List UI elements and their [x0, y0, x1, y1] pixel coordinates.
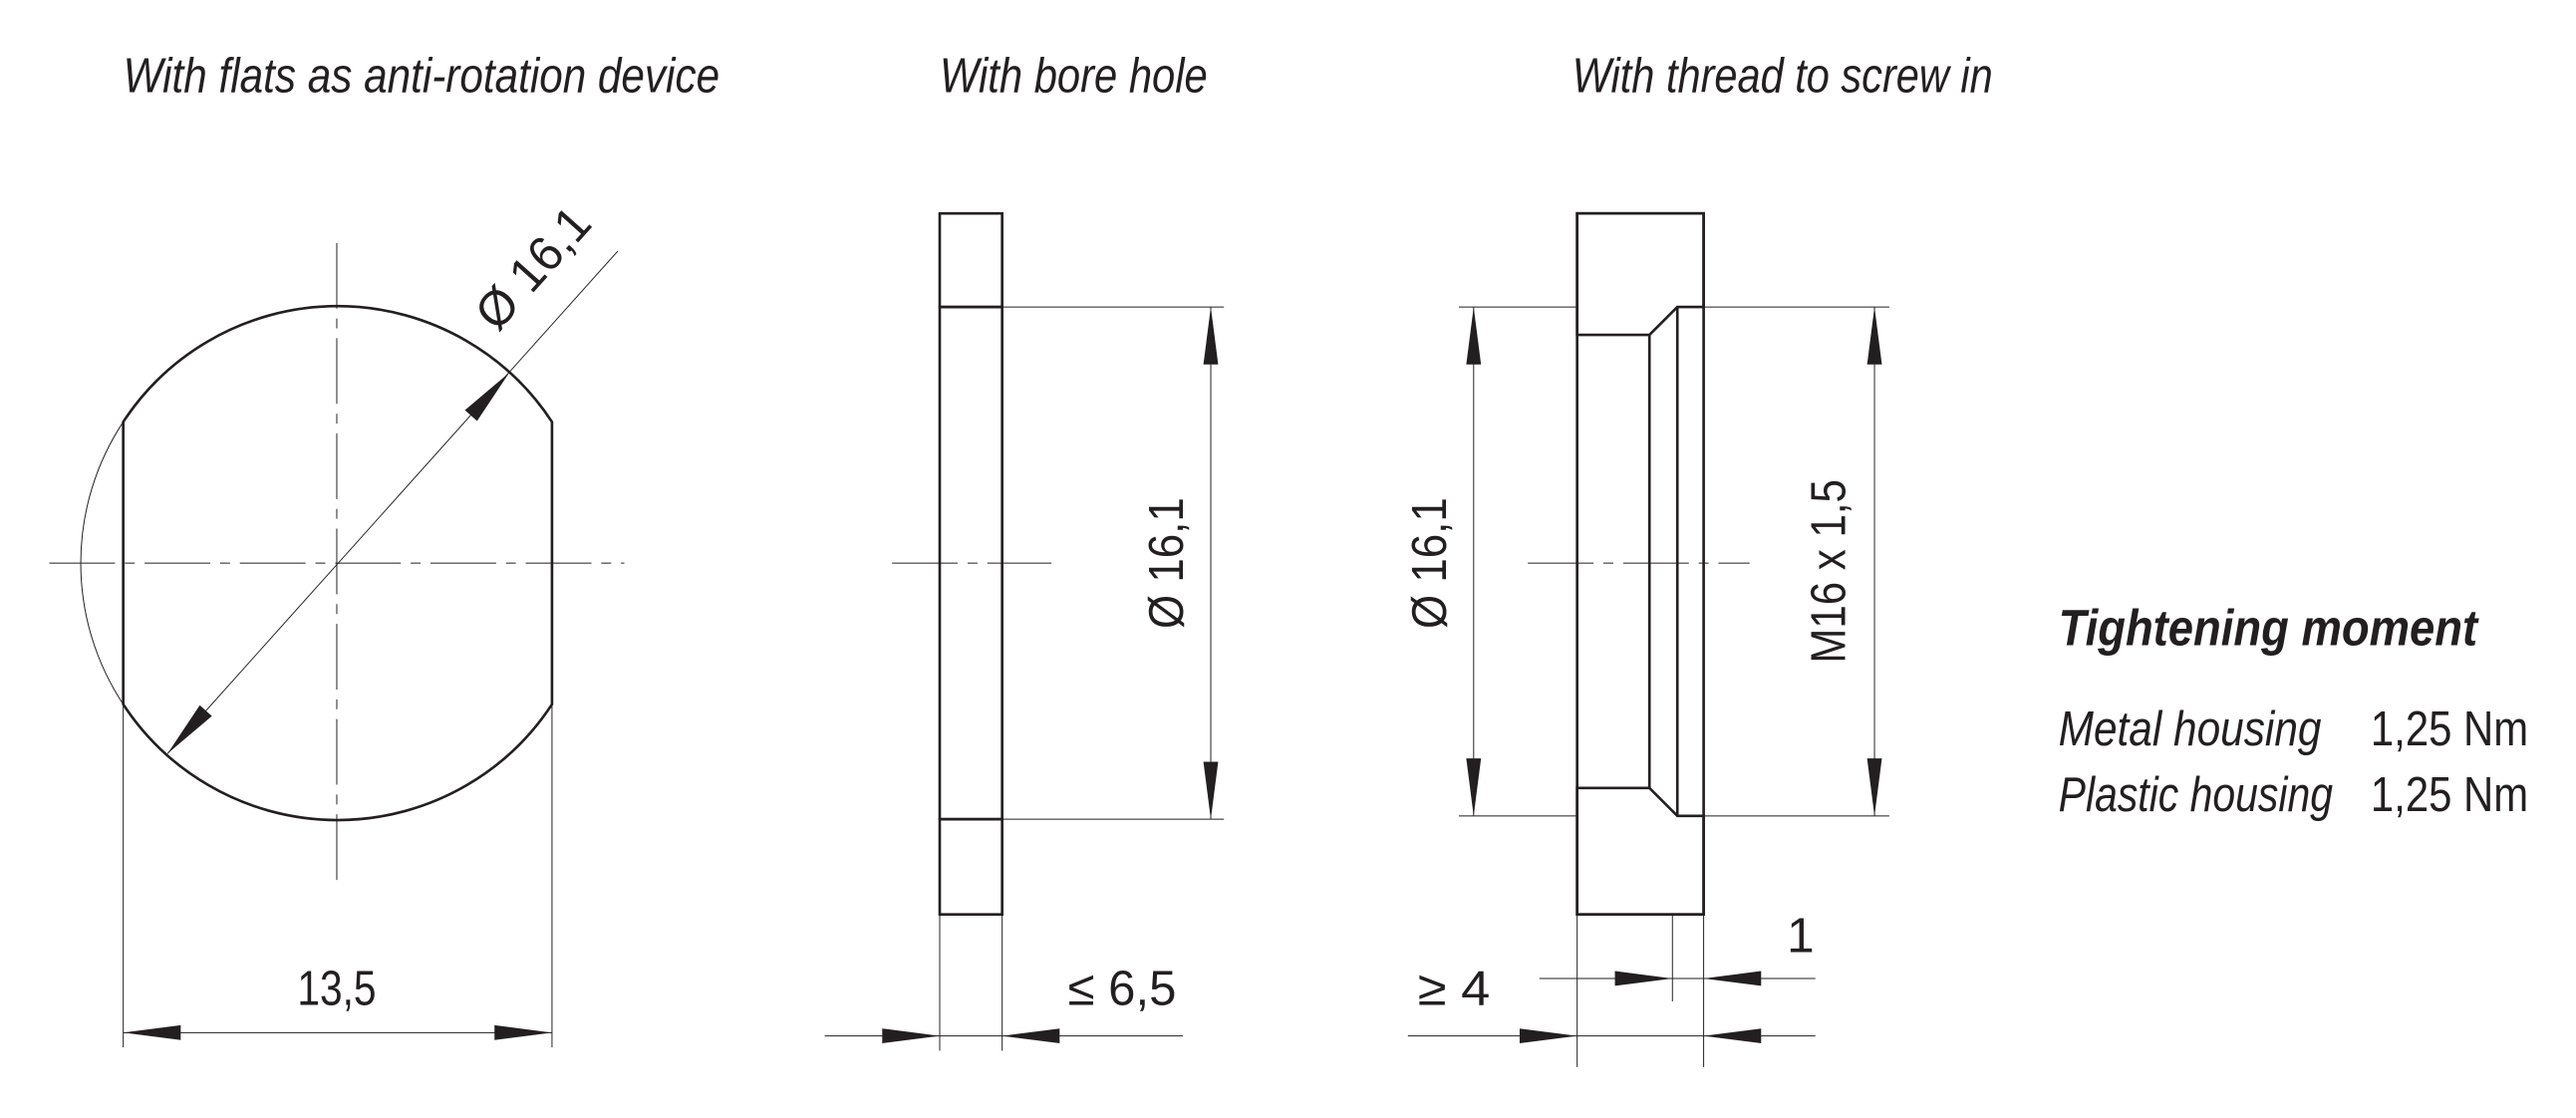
arrow-head	[1002, 1028, 1060, 1044]
bore-thickness-label: ≤ 6,5	[1068, 961, 1177, 1015]
metal-housing-label: Metal housing	[2059, 701, 2322, 756]
arrow-head	[494, 1024, 552, 1040]
tightening-moment-table: Tightening moment Metal housing 1,25 Nm …	[2059, 600, 2528, 822]
plastic-housing-label: Plastic housing	[2059, 767, 2334, 822]
arrow-head	[167, 704, 212, 754]
hatched-section-top	[938, 211, 1003, 309]
diameter-dimension-line	[166, 250, 619, 754]
flats-width-label: 13,5	[297, 961, 376, 1015]
flatted-outline	[122, 304, 554, 822]
hatched-section-bottom	[938, 817, 1003, 917]
arrow-head	[1203, 307, 1219, 365]
plastic-housing-value: 1,25 Nm	[2371, 767, 2528, 822]
arrow-head	[1703, 1028, 1762, 1044]
arrow-head	[1466, 307, 1482, 365]
thread-thickness-label: ≥ 4	[1418, 961, 1491, 1015]
flats-view: Ø 16,1 13,5	[49, 196, 625, 1048]
chamfer-label: 1	[1787, 909, 1815, 964]
arrow-head	[1614, 971, 1673, 986]
thread-view: Ø 16,1 M16 x 1,5 1 ≥ 4	[1402, 211, 1889, 1067]
arrow-head	[1866, 307, 1882, 365]
flats-view-title: With flats as anti-rotation device	[124, 48, 719, 103]
thread-size-label: M16 x 1,5	[1801, 479, 1856, 664]
thread-diameter-label: Ø 16,1	[1402, 497, 1457, 629]
arrow-head	[1203, 761, 1219, 820]
arrow-head	[1466, 758, 1482, 816]
thread-outline	[1575, 211, 1705, 917]
arrow-head	[1519, 1028, 1577, 1044]
arrow-head	[1866, 758, 1882, 816]
bore-view: Ø 16,1 ≤ 6,5	[824, 211, 1225, 1051]
metal-housing-value: 1,25 Nm	[2371, 701, 2528, 756]
hatched-section-bottom	[1575, 786, 1705, 917]
hatched-section-top	[1575, 211, 1705, 337]
bore-view-title: With bore hole	[940, 48, 1208, 103]
arrow-head	[123, 1024, 181, 1040]
arrow-head	[464, 373, 510, 421]
flats-diameter-label: Ø 16,1	[464, 196, 602, 341]
tightening-heading: Tightening moment	[2059, 600, 2479, 657]
arrow-head	[1703, 971, 1762, 986]
arrow-head	[882, 1028, 940, 1044]
thread-view-title: With thread to screw in	[1573, 48, 1993, 103]
bore-diameter-label: Ø 16,1	[1139, 497, 1194, 629]
